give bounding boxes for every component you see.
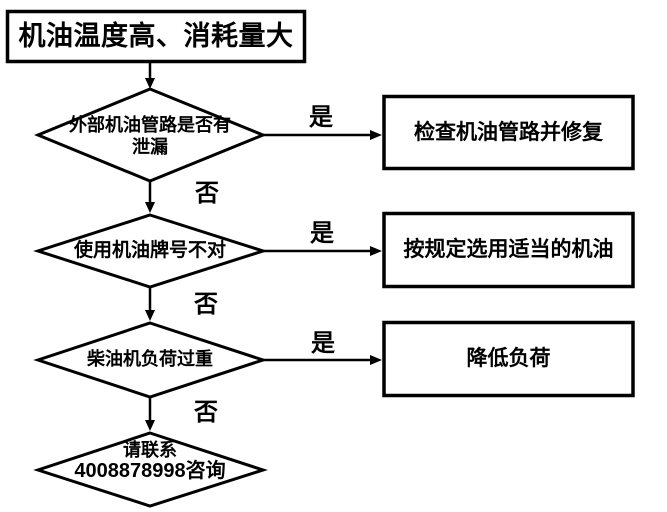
reduce-load-box-shape	[382, 320, 635, 398]
yes-label-3: 是	[311, 329, 335, 357]
leak-check-line1: 外部机油管路是否有	[69, 115, 231, 135]
leak-check-line2: 泄漏	[132, 137, 168, 157]
oil-grade-diamond-label: 使用机油牌号不对	[73, 239, 226, 261]
start-node-label: 机油温度高、消耗量大	[18, 20, 294, 51]
contact-diamond-shape	[33, 431, 268, 508]
select-oil-box-shape	[382, 211, 635, 289]
reduce-load-box-label: 降低负荷	[466, 347, 551, 371]
start-box-shape	[5, 9, 307, 64]
contact-diamond-label: 请联系 4008878998咨询	[48, 439, 252, 483]
select-oil-box-label: 按规定选用适当的机油	[403, 238, 614, 262]
overload-diamond-label: 柴油机负荷过重	[87, 349, 213, 370]
leak-check-diamond-label: 外部机油管路是否有 泄漏	[48, 113, 252, 159]
arrow-leak-yes-to-repair	[263, 130, 382, 140]
no-label-2: 否	[194, 290, 218, 318]
arrow-start-to-leak	[145, 62, 155, 89]
repair-pipeline-box-label: 检查机油管路并修复	[414, 120, 603, 144]
yes-label-1: 是	[309, 103, 333, 131]
arrow-overload-no-to-contact	[145, 397, 155, 431]
repair-pipeline-box-shape	[382, 94, 635, 171]
no-label-1: 否	[195, 179, 219, 207]
yes-label-2: 是	[310, 219, 334, 247]
arrow-grade-no-to-overload	[145, 287, 155, 321]
no-label-3: 否	[194, 398, 218, 426]
arrow-overload-yes-to-reduce	[263, 355, 382, 365]
contact-line1: 请联系	[123, 440, 177, 460]
arrow-grade-yes-to-select	[263, 246, 382, 256]
contact-line2: 4008878998咨询	[74, 460, 226, 482]
arrow-leak-no-to-grade	[145, 181, 155, 213]
